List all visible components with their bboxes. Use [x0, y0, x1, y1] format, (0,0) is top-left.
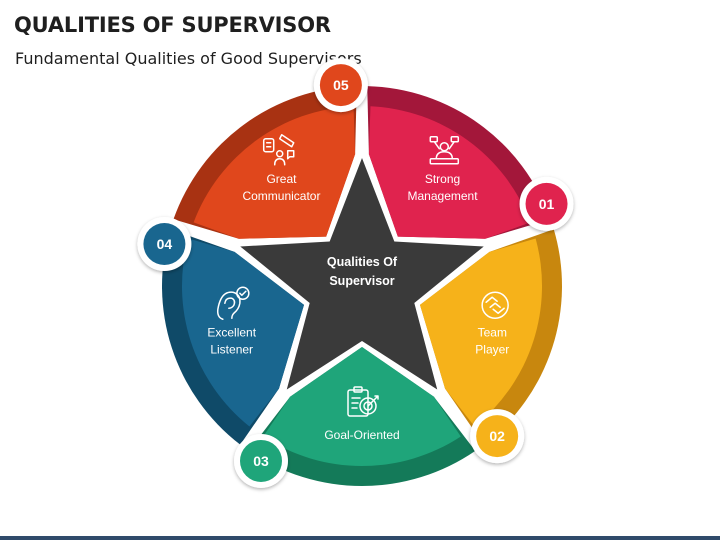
badge-04 — [143, 223, 186, 265]
center-label-line2: Supervisor — [329, 274, 394, 288]
segment-icons — [216, 133, 509, 417]
badge-number-04: 04 — [157, 236, 173, 252]
segment-04 — [181, 238, 304, 427]
segment-01 — [368, 106, 531, 239]
ear-icon — [216, 286, 250, 321]
segment-05 — [193, 106, 356, 239]
segment-label-01: Management — [408, 189, 479, 203]
segment-02 — [420, 238, 543, 427]
handshake-globe-icon — [481, 291, 509, 320]
segment-label-02: Player — [475, 342, 509, 356]
number-badges: 01 02 03 04 05 — [137, 58, 574, 488]
badge-05 — [319, 64, 362, 107]
segment-label-03: Goal-Oriented — [324, 428, 399, 442]
badge-number-03: 03 — [253, 453, 269, 469]
slide-subtitle: Fundamental Qualities of Good Supervisor… — [15, 49, 362, 68]
segment-label-05: Great — [266, 172, 297, 186]
star-shape — [240, 158, 484, 390]
segment-label-04: Listener — [210, 342, 253, 356]
segment-label-01: Strong — [425, 172, 460, 186]
slide-title: QUALITIES OF SUPERVISOR — [14, 13, 331, 37]
badge-number-02: 02 — [489, 428, 505, 444]
segment-label-02: Team — [478, 325, 507, 339]
bottom-accent-bar — [0, 536, 720, 540]
badge-number-01: 01 — [539, 196, 555, 212]
badge-01 — [525, 182, 568, 225]
badge-02 — [476, 415, 519, 458]
communication-icon — [262, 133, 295, 166]
manager-icon — [429, 135, 460, 165]
center-star — [231, 148, 493, 398]
badge-number-05: 05 — [333, 77, 349, 93]
segment-label-05: Communicator — [242, 189, 320, 203]
badge-03 — [240, 439, 282, 482]
center-label-line1: Qualities Of — [327, 255, 398, 269]
inner-segments — [181, 106, 543, 467]
target-clipboard-icon — [347, 386, 379, 417]
segment-03 — [263, 347, 461, 467]
segment-label-04: Excellent — [207, 325, 256, 339]
